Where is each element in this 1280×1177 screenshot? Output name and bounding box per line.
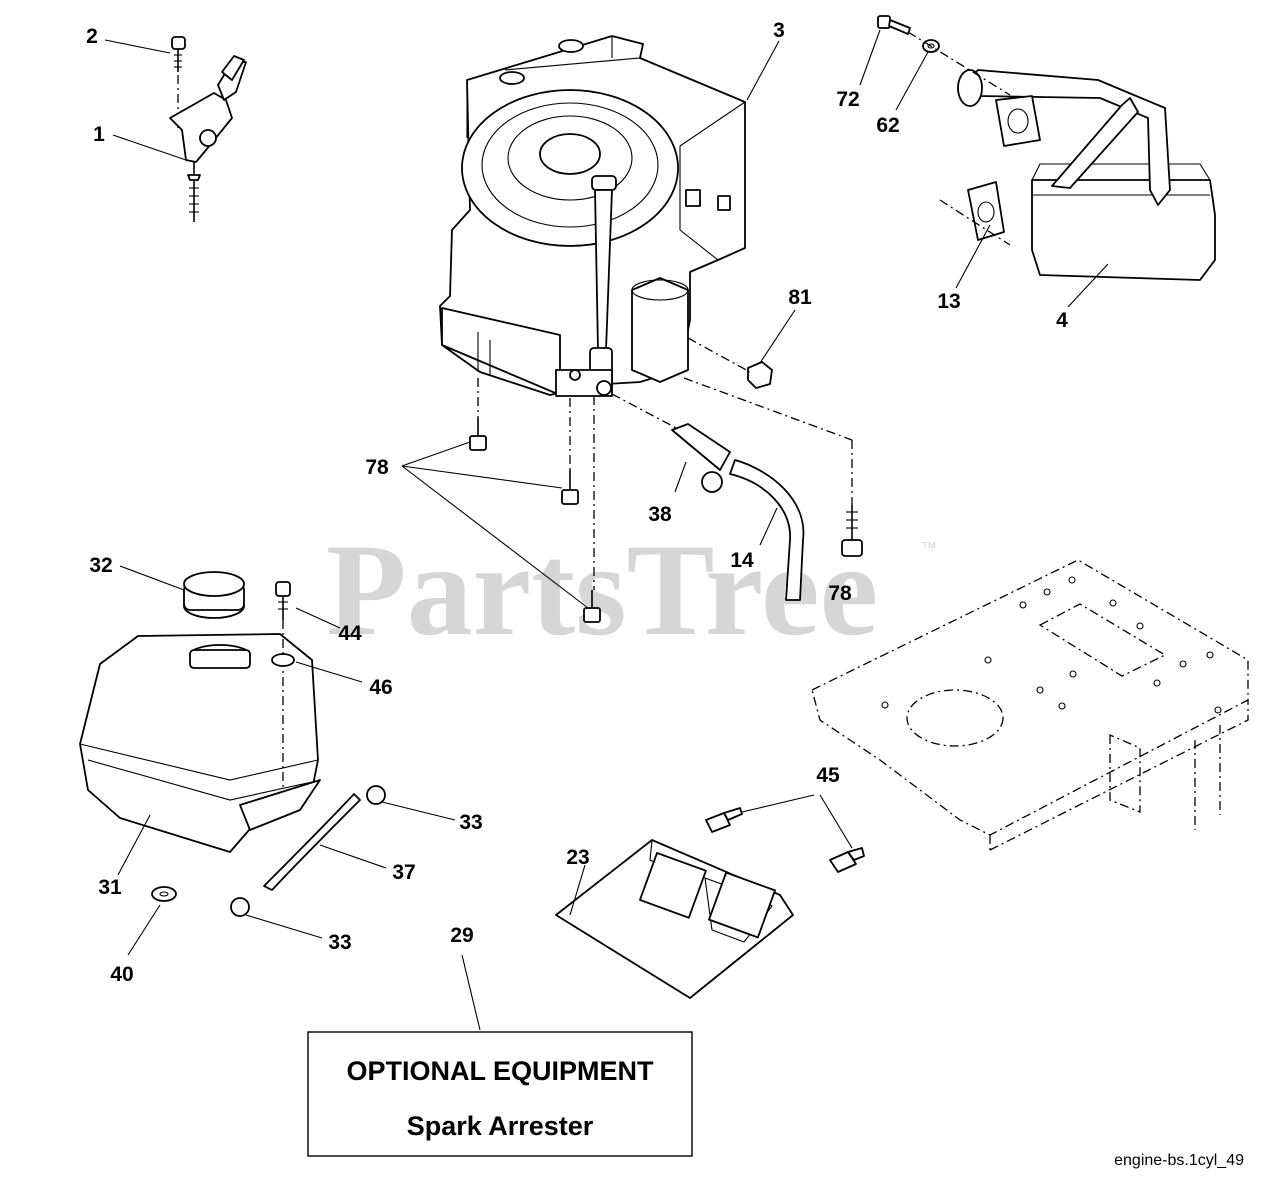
fuel-cap-32-icon[interactable] — [183, 571, 245, 619]
fuel-tank-icon[interactable] — [79, 633, 321, 853]
fuel-filter-38-icon[interactable] — [671, 423, 731, 493]
fuel-line-37-icon[interactable] — [263, 793, 361, 891]
callout-78-left[interactable]: 78 — [365, 456, 389, 479]
callout-44[interactable]: 44 — [338, 622, 362, 645]
bolt-78b-icon[interactable] — [561, 470, 579, 505]
bolt-78a-icon[interactable] — [469, 418, 487, 451]
heat-shield-icon[interactable] — [555, 839, 794, 999]
watermark-trademark: ™ — [921, 540, 937, 557]
washer-46-icon[interactable] — [271, 653, 295, 667]
screw-45b-icon[interactable] — [829, 847, 865, 873]
callout-4[interactable]: 4 — [1056, 309, 1068, 332]
callout-78-right[interactable]: 78 — [828, 582, 852, 605]
clamp-33b-icon[interactable] — [230, 897, 250, 917]
optional-equipment-box — [307, 1031, 693, 1157]
callout-31[interactable]: 31 — [98, 876, 122, 899]
bolt-78c-icon[interactable] — [583, 590, 601, 623]
callout-81[interactable]: 81 — [788, 286, 812, 309]
callout-33-upper[interactable]: 33 — [459, 811, 482, 834]
callout-32[interactable]: 32 — [89, 554, 112, 577]
callout-29[interactable]: 29 — [450, 924, 473, 947]
callout-2[interactable]: 2 — [86, 25, 98, 48]
clamp-33a-icon[interactable] — [366, 785, 386, 805]
muffler-icon[interactable] — [957, 69, 1216, 281]
bolt-78d-icon[interactable] — [841, 505, 863, 557]
callout-72[interactable]: 72 — [836, 88, 859, 111]
callout-46[interactable]: 46 — [369, 676, 392, 699]
callout-40[interactable]: 40 — [110, 963, 133, 986]
chassis-frame-icon[interactable] — [811, 559, 1249, 851]
callout-33-lower[interactable]: 33 — [328, 931, 351, 954]
bolt-72-icon[interactable] — [877, 15, 911, 35]
gasket-13-icon[interactable] — [967, 181, 1005, 241]
callout-62[interactable]: 62 — [876, 114, 899, 137]
callout-1[interactable]: 1 — [93, 123, 105, 146]
callout-14[interactable]: 14 — [730, 549, 754, 572]
screw-45a-icon[interactable] — [705, 807, 743, 833]
callout-37[interactable]: 37 — [392, 861, 415, 884]
engine-icon[interactable] — [439, 35, 746, 397]
nut-81-icon[interactable] — [747, 361, 773, 389]
throttle-control-icon[interactable] — [169, 36, 247, 222]
fuel-hose-14-icon[interactable] — [729, 459, 805, 601]
screw-44-icon[interactable] — [275, 581, 291, 620]
callout-45[interactable]: 45 — [816, 764, 840, 787]
washer-40-icon[interactable] — [151, 886, 177, 902]
callout-38[interactable]: 38 — [648, 503, 672, 526]
optional-equipment-title: OPTIONAL EQUIPMENT — [346, 1056, 654, 1086]
callout-3[interactable]: 3 — [773, 19, 785, 42]
callout-13[interactable]: 13 — [937, 290, 960, 313]
callout-23[interactable]: 23 — [566, 846, 589, 869]
optional-equipment-subtitle: Spark Arrester — [407, 1111, 594, 1141]
diagram-code: engine-bs.1cyl_49 — [1114, 1152, 1244, 1169]
